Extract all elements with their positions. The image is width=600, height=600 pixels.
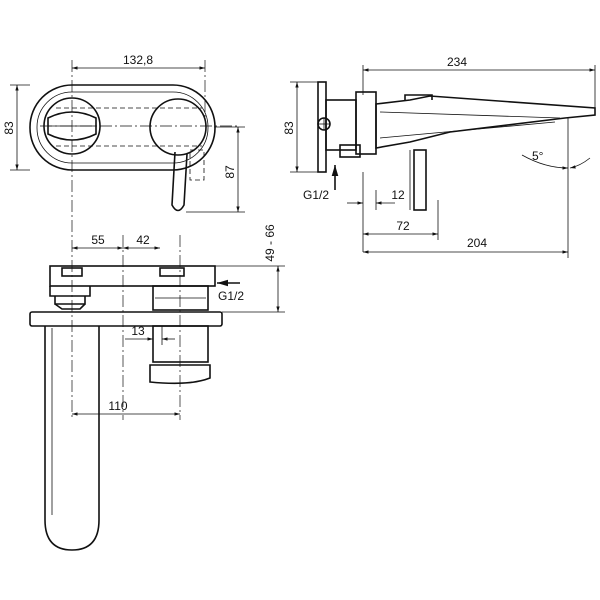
dim-side-length: 234 bbox=[447, 55, 467, 69]
top-cartridge bbox=[152, 285, 209, 311]
dim-side-angle: 5° bbox=[532, 149, 544, 163]
dim-top-offset-a: 55 bbox=[91, 233, 105, 247]
dim-side-depth-mid: 72 bbox=[396, 219, 410, 233]
side-spout bbox=[375, 95, 596, 149]
mixer-handle bbox=[149, 98, 207, 156]
side-view: G1/2 83 234 5° 12 72 204 bbox=[282, 55, 596, 258]
top-wall-plate bbox=[29, 311, 223, 327]
dim-top-inlet: G1/2 bbox=[218, 289, 244, 303]
dim-top-offset-b: 42 bbox=[136, 233, 150, 247]
dim-top-spout: 110 bbox=[108, 399, 127, 413]
top-handle-cap bbox=[149, 364, 211, 385]
dim-front-width: 132,8 bbox=[123, 53, 153, 67]
top-view: G1/2 55 42 49 - 66 13 110 bbox=[29, 224, 285, 551]
dim-front-height-left: 83 bbox=[2, 121, 16, 135]
diverter-lever bbox=[47, 111, 97, 141]
dim-side-depth-small: 12 bbox=[391, 188, 405, 202]
top-body bbox=[49, 265, 216, 287]
dim-top-wall-range: 49 - 66 bbox=[263, 224, 277, 262]
dim-top-small: 13 bbox=[131, 324, 145, 338]
dim-front-height-right: 87 bbox=[223, 165, 237, 179]
top-spout bbox=[44, 326, 100, 551]
front-plate-outline bbox=[29, 84, 216, 171]
front-plate-inner bbox=[36, 91, 209, 164]
front-view: 132,8 83 87 bbox=[2, 53, 245, 420]
top-handle-base bbox=[152, 325, 209, 363]
mixer-lever bbox=[171, 151, 188, 212]
dim-side-depth-total: 204 bbox=[467, 236, 487, 250]
dim-side-inlet: G1/2 bbox=[303, 188, 329, 202]
dim-side-height: 83 bbox=[282, 121, 296, 135]
side-lever bbox=[413, 149, 427, 211]
